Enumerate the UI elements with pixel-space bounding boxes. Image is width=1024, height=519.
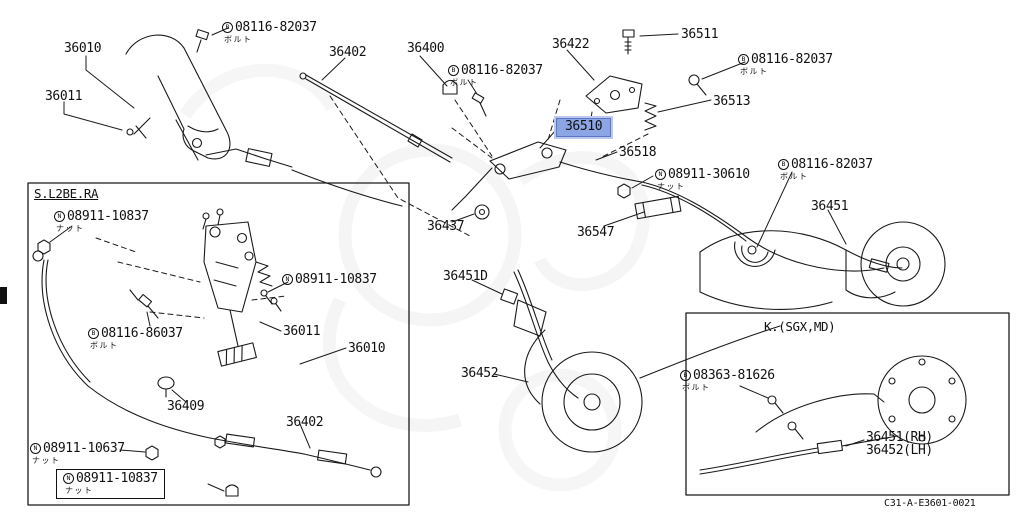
bolt-symbol-icon: B — [88, 328, 99, 339]
part-label-36451-RH[interactable]: 36451(RH) — [866, 431, 933, 445]
nut-symbol-icon: N — [282, 274, 293, 285]
part-label-36402-main[interactable]: 36402 — [329, 45, 367, 60]
part-number: 36513 — [713, 94, 751, 109]
inset-left-title: S.L2BE.RA — [34, 186, 99, 201]
part-number: 36409 — [167, 399, 205, 414]
part-kana: ボルト — [450, 77, 479, 87]
part-label-36010-main[interactable]: 36010 — [64, 41, 102, 56]
part-label-36400[interactable]: 36400 — [407, 41, 445, 56]
part-number: 36010 — [348, 341, 386, 356]
front-cable-rod-drawing — [299, 72, 487, 163]
part-kana: ナット — [657, 181, 686, 191]
part-label-36010-inset[interactable]: 36010 — [348, 341, 386, 356]
part-number: 36010 — [64, 41, 102, 56]
bolt-symbol-icon: B — [778, 159, 789, 170]
part-kana: ナット — [56, 223, 85, 233]
part-kana: ボルト — [780, 171, 809, 181]
part-label-36402-inset[interactable]: 36402 — [286, 415, 324, 430]
part-number: 36402 — [329, 45, 367, 60]
part-number: 08911-10637 — [43, 441, 125, 456]
part-number: 36510 — [565, 119, 603, 134]
inset-right-title: K.(SGX,MD) — [764, 319, 836, 334]
nut-symbol-icon: N — [655, 169, 666, 180]
diagram-code: C31-A-E3601-0021 — [884, 498, 976, 509]
part-number: 08116-82037 — [461, 63, 543, 78]
part-number: 36451 — [811, 199, 849, 214]
bolt-symbol-icon: B — [222, 22, 233, 33]
part-kana: ボルト — [740, 66, 769, 76]
part-kana: ボルト — [90, 340, 119, 350]
dashed-guides — [95, 95, 649, 319]
rear-axle-drum-drawing — [500, 269, 781, 453]
nut-symbol-icon: N — [54, 211, 65, 222]
part-number: 08116-82037 — [751, 52, 833, 67]
part-label-36451-main[interactable]: 36451 — [811, 199, 849, 214]
part-label-36518[interactable]: 36518 — [619, 145, 657, 160]
part-number: 36011 — [45, 89, 83, 104]
part-label-36513[interactable]: 36513 — [713, 94, 751, 109]
part-label-36511[interactable]: 36511 — [681, 27, 719, 42]
part-number: 36011 — [283, 324, 321, 339]
part-number: 36400 — [407, 41, 445, 56]
part-label-36451D[interactable]: 36451D — [443, 270, 488, 284]
part-number: 08911-30610 — [668, 167, 750, 182]
part-number: 08116-82037 — [235, 20, 317, 35]
part-label-36437[interactable]: 36437 — [427, 219, 465, 234]
hand-brake-lever-drawing — [125, 29, 403, 207]
part-number: 08911-10837 — [295, 272, 377, 287]
part-label-36547[interactable]: 36547 — [577, 225, 615, 240]
right-inset-drawing — [685, 312, 1010, 496]
part-label-36011-inset[interactable]: 36011 — [283, 324, 321, 339]
part-number: 36518 — [619, 145, 657, 160]
part-number: 08116-82037 — [791, 157, 873, 172]
leader-lines — [49, 27, 865, 492]
part-number: 08911-10837 — [67, 209, 149, 224]
equalizer-bracket-drawing — [451, 29, 707, 220]
part-number: 36402 — [286, 415, 324, 430]
part-label-36409[interactable]: 36409 — [167, 399, 205, 414]
part-label-36510-highlighted[interactable]: 36510 — [553, 116, 614, 139]
part-label-36452-LH[interactable]: 36452(LH) — [866, 444, 933, 458]
part-number: 36547 — [577, 225, 615, 240]
rear-suspension-drawing — [641, 181, 946, 310]
part-number: 36437 — [427, 219, 465, 234]
part-number: 36451(RH) — [866, 430, 933, 445]
part-kana: ナット — [32, 455, 61, 465]
part-kana: ボルト — [682, 382, 711, 392]
part-label-36452-main[interactable]: 36452 — [461, 366, 499, 381]
nut-symbol-icon: N — [30, 443, 41, 454]
part-number: 08116-86037 — [101, 326, 183, 341]
part-number: 36422 — [552, 37, 590, 52]
part-number: 36452(LH) — [866, 443, 933, 458]
left-inset-drawing — [27, 182, 410, 506]
page-edge-tab — [0, 287, 7, 304]
part-label-36422[interactable]: 36422 — [552, 37, 590, 52]
bolt-symbol-icon: B — [680, 370, 691, 381]
nut-symbol-icon: N — [63, 473, 74, 484]
part-number: 08911-10837 — [76, 471, 158, 486]
part-kana: ボルト — [224, 34, 253, 44]
part-number: 36452 — [461, 366, 499, 381]
bolt-symbol-icon: B — [448, 65, 459, 76]
part-number: 36511 — [681, 27, 719, 42]
part-number: 08363-81626 — [693, 368, 775, 383]
part-number: 36451D — [443, 269, 488, 284]
bolt-symbol-icon: B — [738, 54, 749, 65]
part-kana: ナット — [65, 485, 94, 495]
part-label-36011-main[interactable]: 36011 — [45, 89, 83, 104]
